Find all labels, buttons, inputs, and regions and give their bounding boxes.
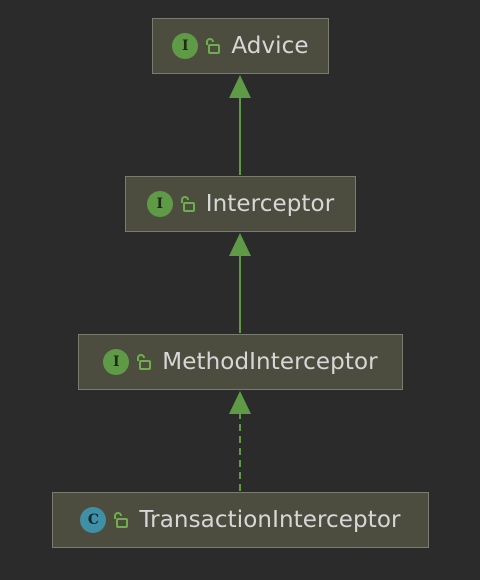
public-lock-icon: [114, 512, 129, 528]
public-lock-icon: [137, 354, 152, 370]
node-transactioninterceptor[interactable]: C TransactionInterceptor: [52, 492, 429, 548]
public-lock-icon: [180, 196, 195, 212]
node-label: Advice: [231, 33, 309, 59]
node-label: Interceptor: [205, 191, 335, 217]
class-icon: C: [80, 507, 107, 533]
arrowhead-interceptor: [229, 233, 251, 256]
arrowhead-advice: [229, 75, 251, 98]
node-interceptor[interactable]: I Interceptor: [125, 176, 356, 232]
public-lock-icon: [206, 38, 221, 54]
node-methodinterceptor[interactable]: I MethodInterceptor: [78, 334, 403, 390]
interface-icon: I: [172, 33, 199, 59]
node-advice[interactable]: I Advice: [152, 18, 329, 74]
node-label: MethodInterceptor: [162, 349, 378, 375]
interface-icon: I: [146, 191, 173, 217]
node-label: TransactionInterceptor: [139, 507, 401, 533]
arrowhead-methodinterceptor: [229, 391, 251, 414]
interface-icon: I: [103, 349, 130, 375]
